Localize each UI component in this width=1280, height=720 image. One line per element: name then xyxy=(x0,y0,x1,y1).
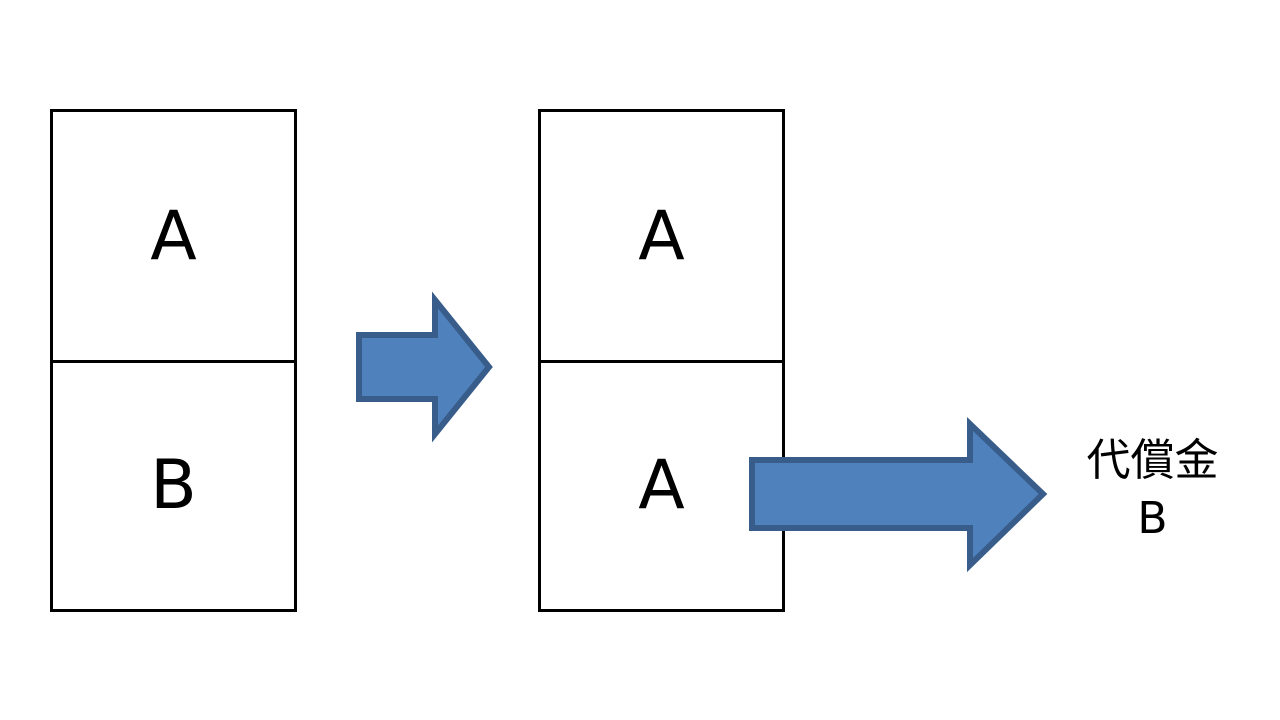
after-partition-box: A A xyxy=(538,109,785,612)
before-top-cell: A xyxy=(150,197,197,276)
after-bottom-cell: A xyxy=(638,445,685,525)
before-divider xyxy=(53,360,294,363)
before-bottom-cell: B xyxy=(150,445,197,525)
after-top-cell: A xyxy=(638,197,685,276)
after-divider xyxy=(541,360,782,363)
compensation-result: 代償金 B xyxy=(1070,432,1235,548)
before-partition-box: A B xyxy=(50,109,297,612)
transition-arrow-icon xyxy=(356,291,493,443)
compensation-arrow-icon xyxy=(749,416,1048,573)
compensation-label: B xyxy=(1137,493,1168,544)
compensation-title: 代償金 xyxy=(1086,435,1219,486)
